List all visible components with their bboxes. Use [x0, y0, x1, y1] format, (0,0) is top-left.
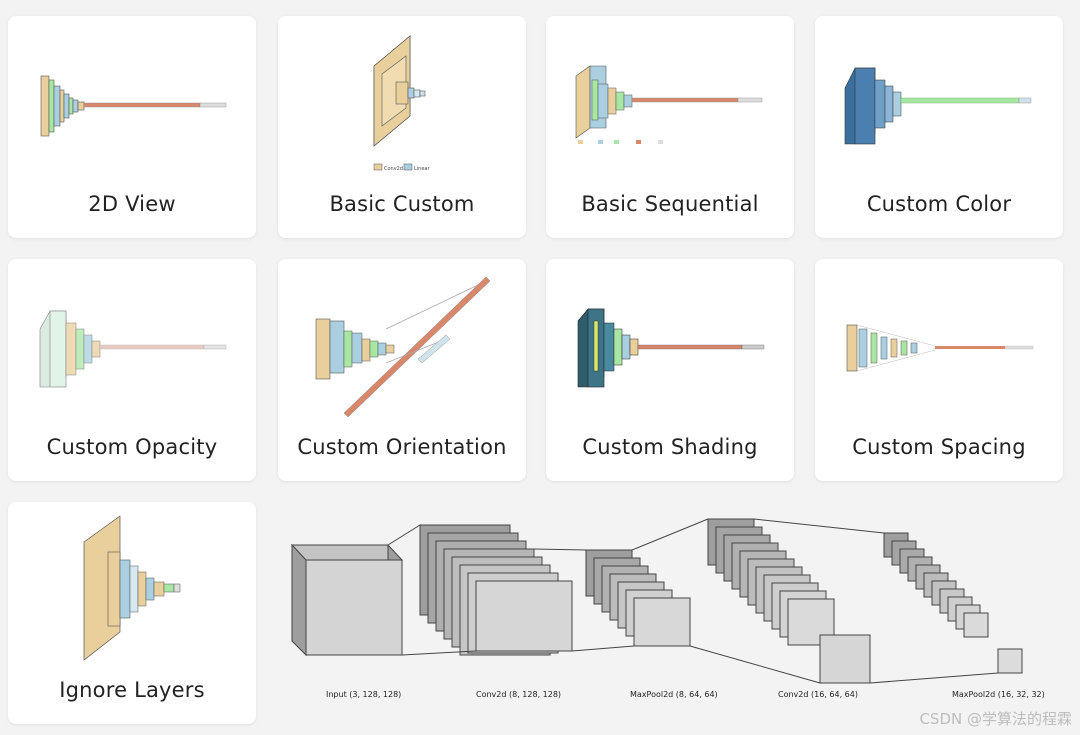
card-custom-orientation[interactable]: Custom Orientation: [278, 259, 526, 481]
card-label: Custom Opacity: [46, 435, 218, 459]
diagram-label-input: Input (3, 128, 128): [326, 690, 401, 699]
card-basic-custom[interactable]: Conv2d Linear Basic Custom: [278, 16, 526, 238]
custom-opacity-network-icon: [39, 310, 227, 388]
layered-network-diagram: Input (3, 128, 128) Conv2d (8, 128, 128)…: [280, 505, 1050, 705]
diagram-label-maxpool2d-1: MaxPool2d (8, 64, 64): [630, 690, 718, 699]
diagram-label-conv2d-1: Conv2d (8, 128, 128): [476, 690, 561, 699]
card-ignore-layers[interactable]: Ignore Layers: [8, 502, 256, 724]
custom-orientation-network-icon: [315, 276, 491, 418]
card-label: 2D View: [88, 192, 176, 216]
card-label: Custom Spacing: [852, 435, 1026, 459]
custom-shading-network-icon: [577, 308, 765, 388]
input-block: [290, 543, 404, 657]
diagram-label-maxpool2d-2: MaxPool2d (16, 32, 32): [952, 690, 1045, 699]
card-custom-opacity[interactable]: Custom Opacity: [8, 259, 256, 481]
cnn-architecture-icon: Input (3, 128, 128) Conv2d (8, 128, 128)…: [290, 518, 1045, 699]
card-basic-sequential[interactable]: Basic Sequential: [546, 16, 794, 238]
maxpool2d-block-1: [585, 549, 691, 647]
card-custom-color[interactable]: Custom Color: [815, 16, 1063, 238]
2d-view-network-icon: [40, 75, 227, 137]
card-label: Basic Sequential: [581, 192, 759, 216]
conv2d-block-1: [419, 524, 573, 656]
card-label: Basic Custom: [329, 192, 475, 216]
basic-sequential-network-icon: [575, 65, 763, 144]
legend-conv2d: Conv2d: [384, 166, 403, 172]
connector-lines: [387, 518, 999, 684]
card-custom-shading[interactable]: Custom Shading: [546, 259, 794, 481]
custom-color-network-icon: [844, 67, 1032, 145]
card-label: Ignore Layers: [59, 678, 205, 702]
watermark-text: CSDN @学算法的程霖: [919, 710, 1072, 728]
conv2d-block-2: [707, 518, 871, 684]
diagram-label-conv2d-2: Conv2d (16, 64, 64): [778, 690, 858, 699]
card-label: Custom Orientation: [297, 435, 507, 459]
maxpool2d-block-2: [883, 532, 1023, 674]
legend-linear: Linear: [414, 166, 430, 172]
card-2d-view[interactable]: 2D View: [8, 16, 256, 238]
card-label: Custom Color: [866, 192, 1012, 216]
card-custom-spacing[interactable]: Custom Spacing: [815, 259, 1063, 481]
card-label: Custom Shading: [582, 435, 758, 459]
custom-spacing-network-icon: [846, 324, 1034, 372]
basic-custom-network-icon: Conv2d Linear: [373, 35, 430, 172]
ignore-layers-network-icon: [83, 515, 181, 661]
